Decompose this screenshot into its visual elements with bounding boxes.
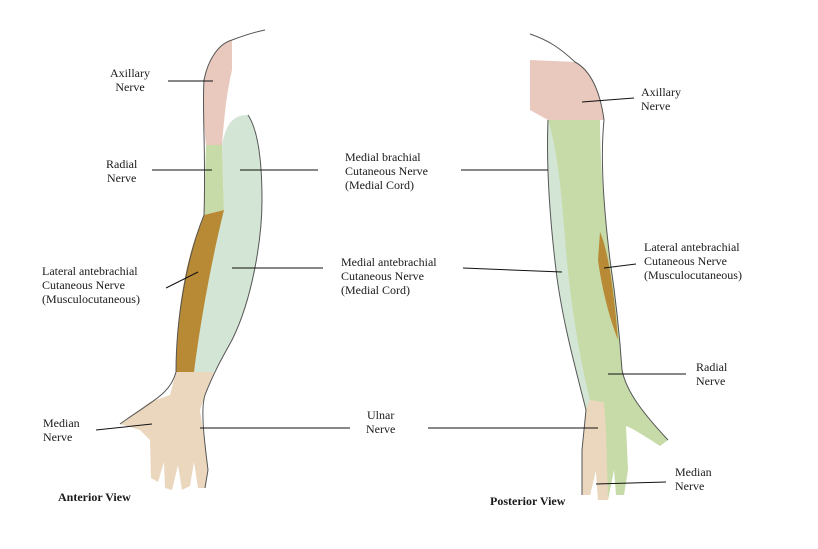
anterior-axillary-region bbox=[203, 40, 232, 145]
label-left-radial: Radial Nerve bbox=[106, 157, 138, 185]
leader-lines bbox=[95, 80, 686, 485]
label-right-lateral-antebrachial: Lateral antebrachial Cutaneous Nerve (Mu… bbox=[644, 240, 742, 282]
anterior-hand-region bbox=[120, 372, 214, 490]
label-anterior-view: Anterior View bbox=[58, 490, 131, 504]
posterior-arm-outline bbox=[529, 33, 669, 495]
label-center-medial-brachial: Medial brachial Cutaneous Nerve (Medial … bbox=[345, 150, 428, 192]
posterior-hand-region bbox=[582, 400, 608, 500]
label-right-radial: Radial Nerve bbox=[696, 360, 728, 388]
anterior-lateral-antebrachial-region bbox=[176, 210, 224, 372]
label-center-ulnar: Ulnar Nerve bbox=[366, 408, 396, 436]
leader-left-median bbox=[95, 423, 153, 431]
posterior-arm bbox=[529, 33, 669, 500]
leader-left-lateral bbox=[165, 271, 199, 289]
label-left-lateral-antebrachial: Lateral antebrachial Cutaneous Nerve (Mu… bbox=[42, 264, 140, 306]
label-left-axillary: Axillary Nerve bbox=[110, 66, 150, 94]
anterior-radial-region bbox=[204, 145, 224, 215]
label-right-median: Median Nerve bbox=[675, 465, 712, 493]
leader-right-lateral bbox=[603, 263, 637, 269]
leader-right-axillary bbox=[581, 97, 635, 103]
anterior-arm-outline bbox=[119, 29, 266, 489]
leader-right-median bbox=[595, 481, 667, 485]
posterior-lateral-antebrachial-region bbox=[598, 232, 618, 340]
label-center-medial-antebrachial: Medial antebrachial Cutaneous Nerve (Med… bbox=[341, 255, 437, 297]
label-posterior-view: Posterior View bbox=[490, 494, 566, 508]
posterior-medial-cord-region bbox=[547, 120, 590, 410]
label-right-axillary: Axillary Nerve bbox=[641, 85, 681, 113]
posterior-radial-region bbox=[547, 120, 668, 500]
leader-center-medial-antebrachial-r bbox=[462, 267, 563, 273]
label-left-median: Median Nerve bbox=[43, 416, 80, 444]
anterior-arm bbox=[119, 29, 266, 490]
posterior-axillary-region bbox=[530, 60, 604, 120]
